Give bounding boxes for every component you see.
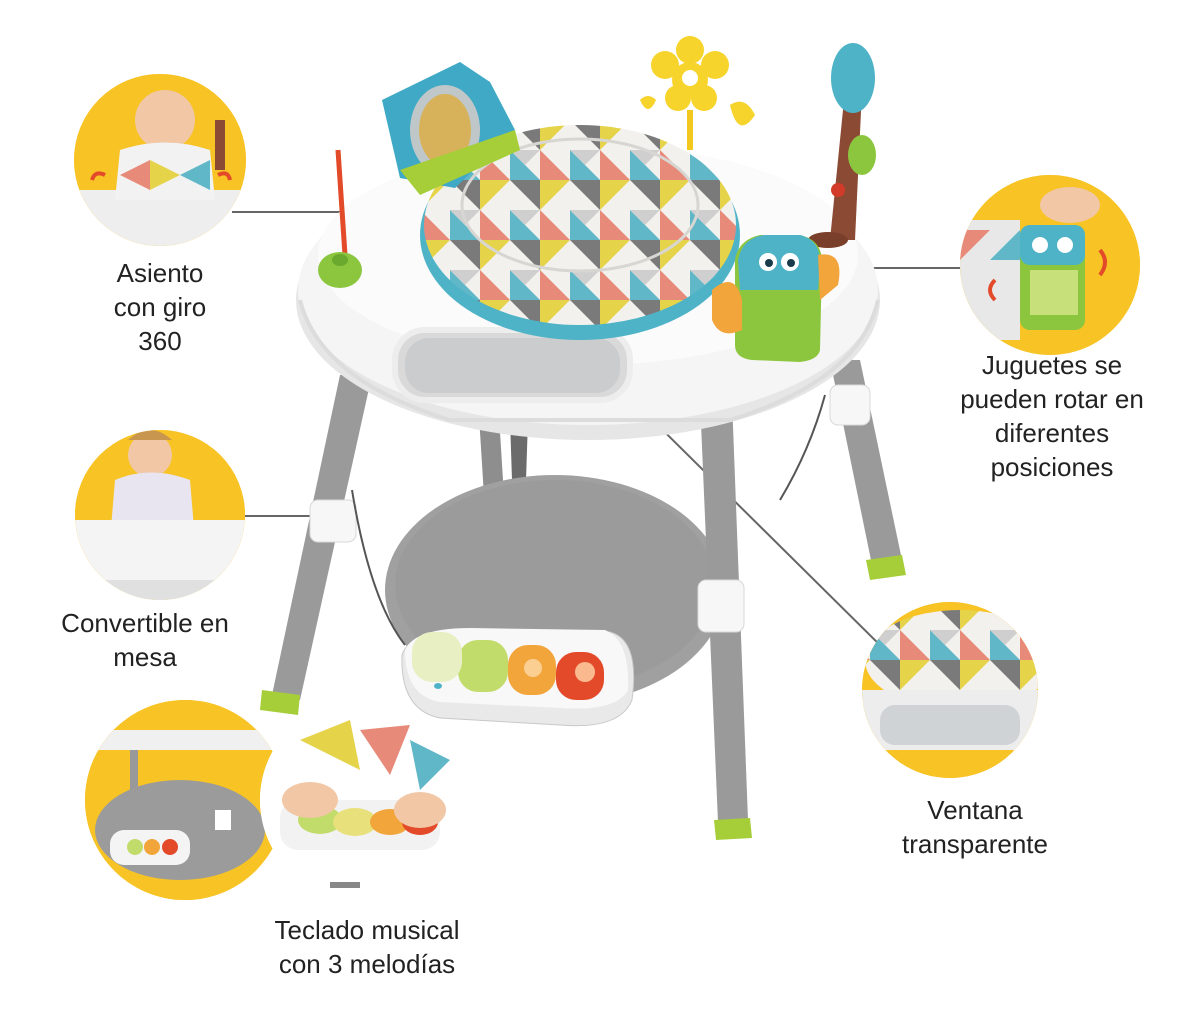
inset-keyboard-photo-a — [85, 700, 285, 900]
label-keyboard: Teclado musical con 3 melodías — [252, 913, 482, 981]
label-seat-line-3: 360 — [138, 326, 182, 356]
tree-toy — [808, 43, 876, 248]
piano-toy — [401, 628, 635, 727]
inset-toys-photo — [960, 175, 1140, 355]
owl-toy — [712, 235, 840, 362]
jumper-legs — [260, 360, 906, 840]
label-toys-line-1: Juguetes se — [981, 350, 1123, 380]
label-seat-line-1: Asiento — [116, 258, 204, 288]
label-table-line-1: Convertible en — [61, 608, 229, 638]
label-toys-line-2: pueden rotar en — [960, 384, 1144, 414]
label-seat-rotation: Asiento con giro 360 — [92, 256, 228, 358]
inset-table-photo — [75, 430, 245, 600]
label-keyboard-line-1: Teclado musical — [274, 915, 460, 945]
mirror-panel-toy — [382, 62, 520, 195]
inset-seat-photo — [74, 74, 246, 246]
flower-toy — [640, 36, 755, 150]
label-toys-line-3: diferentes — [994, 418, 1110, 448]
label-window-line-1: Ventana — [927, 795, 1023, 825]
inset-window-photo — [862, 602, 1038, 778]
label-keyboard-line-2: con 3 melodías — [278, 949, 456, 979]
label-seat-line-2: con giro — [113, 292, 207, 322]
label-table-line-2: mesa — [113, 642, 177, 672]
wand-toy — [318, 149, 362, 288]
inset-keyboard-photo-b — [260, 700, 460, 900]
label-table-mode: Convertible en mesa — [40, 606, 250, 674]
label-toys-line-4: posiciones — [990, 452, 1114, 482]
label-window: Ventana transparente — [880, 793, 1070, 861]
label-window-line-2: transparente — [902, 829, 1048, 859]
rotating-seat — [420, 125, 740, 340]
label-rotating-toys: Juguetes se pueden rotar en diferentes p… — [942, 348, 1162, 484]
